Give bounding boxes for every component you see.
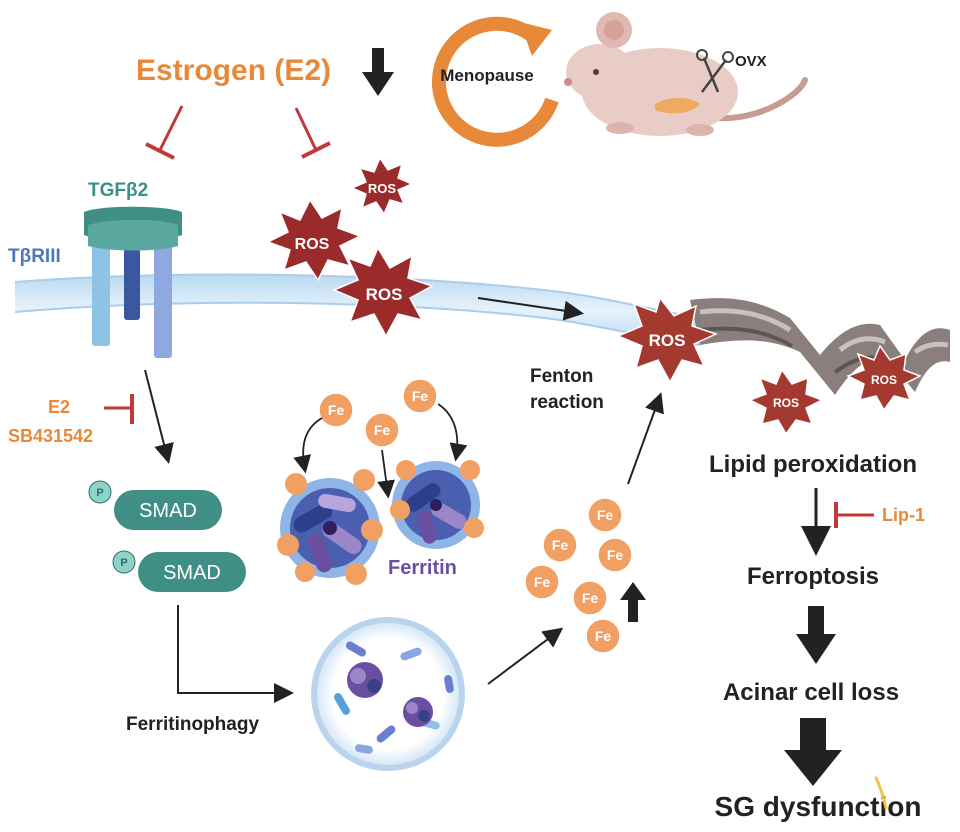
ros-label-lower-left: ROS	[773, 396, 799, 410]
ros-label-lower-right: ROS	[871, 373, 897, 387]
phospho-label-1: P	[96, 487, 103, 499]
smad-protein-2	[112, 550, 246, 592]
ferritin-cluster-1	[277, 469, 383, 585]
inhibit-smad-pathway	[104, 394, 134, 424]
ferritinophagy-label: Ferritinophagy	[126, 714, 259, 735]
fe-label-pool-3: Fe	[607, 547, 624, 563]
decorative-mark	[874, 776, 888, 810]
arrow-receptor-smad	[144, 369, 174, 464]
arrow-fe-fenton	[627, 392, 664, 485]
ros-label-membrane: ROS	[649, 331, 686, 350]
inhibit-lip1	[834, 502, 874, 528]
arrow-fe-ferritin-3	[437, 403, 468, 462]
ros-burst-medium	[266, 198, 362, 282]
fe-label-top-1: Fe	[328, 402, 345, 418]
ros-burst-lower-right	[846, 344, 922, 412]
sg-dysfunction-label: SG dysfunction	[715, 791, 922, 822]
tgfb2-label: TGFβ2	[88, 180, 148, 201]
decrease-arrow-icon	[362, 48, 394, 96]
fe-label-pool-2: Fe	[552, 537, 569, 553]
fe-atoms-top	[318, 378, 438, 448]
fe-label-pool-5: Fe	[582, 590, 599, 606]
receptor-icon	[84, 206, 182, 358]
damaged-membrane	[690, 298, 950, 395]
fe-label-top-2: Fe	[374, 422, 391, 438]
fe-label-pool-4: Fe	[534, 574, 551, 590]
fe-label-top-3: Fe	[412, 388, 429, 404]
phospho-label-2: P	[120, 557, 127, 569]
tbriii-label: TβRIII	[8, 246, 61, 267]
ros-label-large: ROS	[366, 285, 403, 304]
e2-inhibitor-label: E2	[48, 397, 70, 417]
ros-burst-lower-left	[748, 368, 824, 436]
arrow-acinar-sg	[784, 718, 842, 786]
arrow-vesicle-fe	[487, 627, 564, 685]
arrow-ros-membrane	[477, 297, 584, 321]
ros-burst-membrane	[616, 296, 719, 384]
ros-label-small: ROS	[368, 181, 397, 196]
estrogen-label: Estrogen (E2)	[136, 54, 331, 87]
inhibit-tgfb2	[145, 105, 184, 160]
fenton-label-line1: Fenton	[530, 366, 593, 387]
arrow-ferroptosis-acinar	[796, 606, 836, 664]
menopause-cycle-icon	[431, 16, 559, 147]
fenton-label-line2: reaction	[530, 392, 604, 413]
ferritin-cluster-2	[390, 460, 484, 549]
smad-label-1: SMAD	[139, 500, 197, 522]
smad-label-2: SMAD	[163, 562, 221, 584]
increase-arrow-icon	[620, 582, 646, 622]
lipid-peroxidation-label: Lipid peroxidation	[709, 451, 917, 478]
lysosome-vesicle	[311, 617, 465, 771]
smad-protein-1	[88, 480, 222, 530]
menopause-label: Menopause	[440, 66, 534, 85]
fe-label-pool-6: Fe	[595, 628, 612, 644]
arrow-fe-ferritin-2	[377, 449, 396, 499]
ferroptosis-label: Ferroptosis	[747, 563, 879, 590]
fe-pool	[524, 497, 633, 654]
ros-burst-large	[332, 246, 434, 338]
ovx-label: OVX	[735, 53, 767, 70]
arrow-smad-ferritinophagy	[177, 605, 294, 703]
mouse-icon	[564, 12, 808, 136]
acinar-cell-loss-label: Acinar cell loss	[723, 679, 899, 706]
scissors-icon	[696, 49, 734, 93]
ros-burst-small	[350, 156, 414, 216]
arrow-fe-ferritin-1	[293, 417, 323, 474]
lip1-label: Lip-1	[882, 505, 925, 525]
fe-label-pool-1: Fe	[597, 507, 614, 523]
sb431542-label: SB431542	[8, 426, 93, 446]
inhibit-ros	[294, 107, 331, 159]
ros-label-medium: ROS	[295, 236, 330, 253]
ferritin-label: Ferritin	[388, 557, 457, 579]
